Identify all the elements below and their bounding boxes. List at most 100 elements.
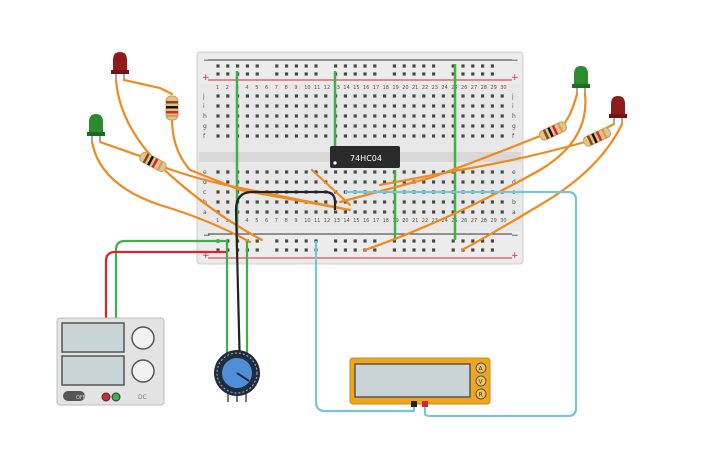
terminal-hole[interactable] xyxy=(383,170,387,174)
rail-hole[interactable] xyxy=(471,239,475,243)
rail-hole[interactable] xyxy=(343,64,347,68)
rail-hole[interactable] xyxy=(353,64,357,68)
terminal-hole[interactable] xyxy=(412,200,416,204)
rail-hole[interactable] xyxy=(343,239,347,243)
terminal-hole[interactable] xyxy=(363,180,367,184)
terminal-hole[interactable] xyxy=(490,200,494,204)
rail-hole[interactable] xyxy=(285,72,289,76)
terminal-hole[interactable] xyxy=(383,114,387,118)
terminal-hole[interactable] xyxy=(353,200,357,204)
rail-hole[interactable] xyxy=(226,72,230,76)
terminal-hole[interactable] xyxy=(255,180,259,184)
multimeter[interactable]: A V R xyxy=(349,357,491,407)
terminal-hole[interactable] xyxy=(441,200,445,204)
wire-supply-ground[interactable] xyxy=(114,239,228,396)
terminal-hole[interactable] xyxy=(255,134,259,138)
rail-hole[interactable] xyxy=(285,239,289,243)
rail-hole[interactable] xyxy=(353,239,357,243)
terminal-hole[interactable] xyxy=(422,94,426,98)
terminal-hole[interactable] xyxy=(490,180,494,184)
terminal-hole[interactable] xyxy=(481,170,485,174)
rail-hole[interactable] xyxy=(363,72,367,76)
terminal-hole[interactable] xyxy=(275,104,279,108)
terminal-hole[interactable] xyxy=(461,104,465,108)
rail-hole[interactable] xyxy=(285,248,289,252)
rail-hole[interactable] xyxy=(481,239,485,243)
rail-hole[interactable] xyxy=(245,72,249,76)
meter-probe-red[interactable] xyxy=(422,401,428,407)
rail-hole[interactable] xyxy=(373,72,377,76)
terminal-hole[interactable] xyxy=(245,104,249,108)
terminal-hole[interactable] xyxy=(461,170,465,174)
terminal-hole[interactable] xyxy=(265,134,269,138)
rail-hole[interactable] xyxy=(363,64,367,68)
terminal-hole[interactable] xyxy=(373,210,377,214)
terminal-hole[interactable] xyxy=(412,210,416,214)
terminal-hole[interactable] xyxy=(451,180,455,184)
terminal-hole[interactable] xyxy=(275,180,279,184)
rail-hole[interactable] xyxy=(412,64,416,68)
rail-hole[interactable] xyxy=(402,248,406,252)
rail-hole[interactable] xyxy=(392,239,396,243)
terminal-hole[interactable] xyxy=(481,114,485,118)
terminal-hole[interactable] xyxy=(294,170,298,174)
rail-hole[interactable] xyxy=(402,72,406,76)
rail-hole[interactable] xyxy=(343,248,347,252)
terminal-hole[interactable] xyxy=(432,104,436,108)
terminal-hole[interactable] xyxy=(441,104,445,108)
terminal-hole[interactable] xyxy=(353,114,357,118)
terminal-hole[interactable] xyxy=(373,104,377,108)
terminal-hole[interactable] xyxy=(353,124,357,128)
terminal-hole[interactable] xyxy=(402,170,406,174)
rail-hole[interactable] xyxy=(245,64,249,68)
terminal-hole[interactable] xyxy=(461,180,465,184)
terminal-hole[interactable] xyxy=(392,134,396,138)
terminal-hole[interactable] xyxy=(226,210,230,214)
terminal-hole[interactable] xyxy=(441,114,445,118)
terminal-hole[interactable] xyxy=(226,104,230,108)
rail-hole[interactable] xyxy=(481,72,485,76)
terminal-hole[interactable] xyxy=(304,104,308,108)
supply-current-knob[interactable] xyxy=(131,359,155,383)
rail-hole[interactable] xyxy=(451,72,455,76)
rail-hole[interactable] xyxy=(451,248,455,252)
terminal-hole[interactable] xyxy=(275,94,279,98)
terminal-hole[interactable] xyxy=(353,94,357,98)
terminal-hole[interactable] xyxy=(216,170,220,174)
terminal-hole[interactable] xyxy=(500,124,504,128)
terminal-hole[interactable] xyxy=(383,94,387,98)
rail-hole[interactable] xyxy=(353,248,357,252)
terminal-hole[interactable] xyxy=(481,134,485,138)
terminal-hole[interactable] xyxy=(481,210,485,214)
terminal-hole[interactable] xyxy=(481,180,485,184)
terminal-hole[interactable] xyxy=(265,104,269,108)
terminal-hole[interactable] xyxy=(343,180,347,184)
wire-board-ic-input[interactable] xyxy=(310,168,352,207)
wire-led1-resistor[interactable] xyxy=(122,78,174,96)
terminal-hole[interactable] xyxy=(353,210,357,214)
terminal-hole[interactable] xyxy=(422,124,426,128)
terminal-hole[interactable] xyxy=(314,210,318,214)
terminal-hole[interactable] xyxy=(314,124,318,128)
terminal-hole[interactable] xyxy=(461,114,465,118)
terminal-hole[interactable] xyxy=(226,170,230,174)
terminal-hole[interactable] xyxy=(461,124,465,128)
terminal-hole[interactable] xyxy=(265,124,269,128)
terminal-hole[interactable] xyxy=(402,134,406,138)
terminal-hole[interactable] xyxy=(275,124,279,128)
meter-mode-r-button[interactable] xyxy=(475,388,487,400)
rail-hole[interactable] xyxy=(402,64,406,68)
terminal-hole[interactable] xyxy=(432,94,436,98)
terminal-hole[interactable] xyxy=(373,180,377,184)
terminal-hole[interactable] xyxy=(412,94,416,98)
terminal-hole[interactable] xyxy=(471,104,475,108)
terminal-hole[interactable] xyxy=(285,94,289,98)
rail-hole[interactable] xyxy=(451,64,455,68)
terminal-hole[interactable] xyxy=(324,134,328,138)
rail-hole[interactable] xyxy=(275,239,279,243)
terminal-hole[interactable] xyxy=(275,200,279,204)
terminal-hole[interactable] xyxy=(255,114,259,118)
terminal-hole[interactable] xyxy=(324,200,328,204)
terminal-hole[interactable] xyxy=(422,114,426,118)
terminal-hole[interactable] xyxy=(500,180,504,184)
